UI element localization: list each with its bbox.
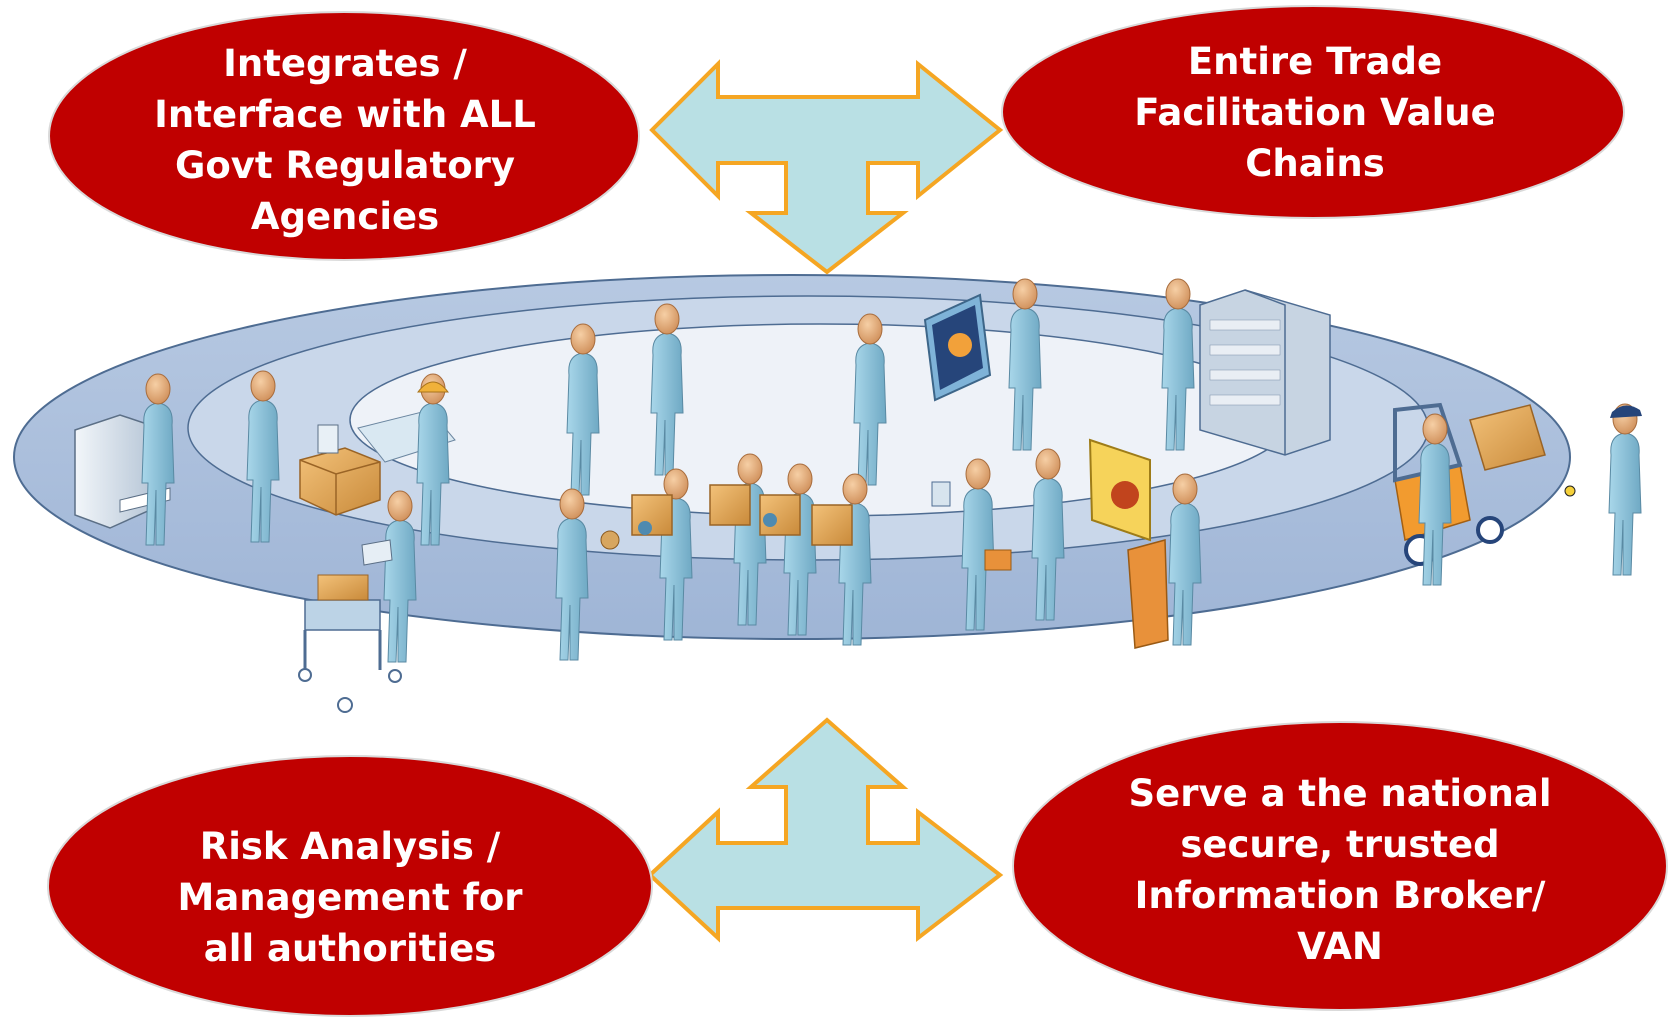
three-way-arrow-icon <box>649 59 1004 275</box>
bubble-bottom-right <box>1012 721 1668 1011</box>
hardhat-icon <box>416 381 450 393</box>
mail-cart-icon <box>298 574 402 713</box>
chart-board-icon <box>923 293 992 402</box>
server-rack-icon <box>1199 289 1331 456</box>
presentation-screen-icon <box>1088 438 1151 542</box>
clipboard-icon <box>317 424 339 454</box>
police-cap-icon <box>1610 405 1642 418</box>
people-illustration <box>74 278 1642 713</box>
bubble-top-left <box>48 11 640 261</box>
tablet-icon <box>931 481 951 507</box>
flashlight-icon <box>1564 485 1576 497</box>
cookie-icon <box>600 530 620 550</box>
briefcase-icon <box>984 549 1012 571</box>
three-way-arrow-icon <box>647 717 1004 943</box>
bubble-bottom-left <box>47 755 653 1017</box>
open-box-icon <box>299 447 381 516</box>
podium-icon <box>1127 539 1169 649</box>
envelope-icon <box>361 539 393 566</box>
bubble-top-right <box>1001 5 1625 219</box>
gear-box-icon <box>631 484 853 546</box>
